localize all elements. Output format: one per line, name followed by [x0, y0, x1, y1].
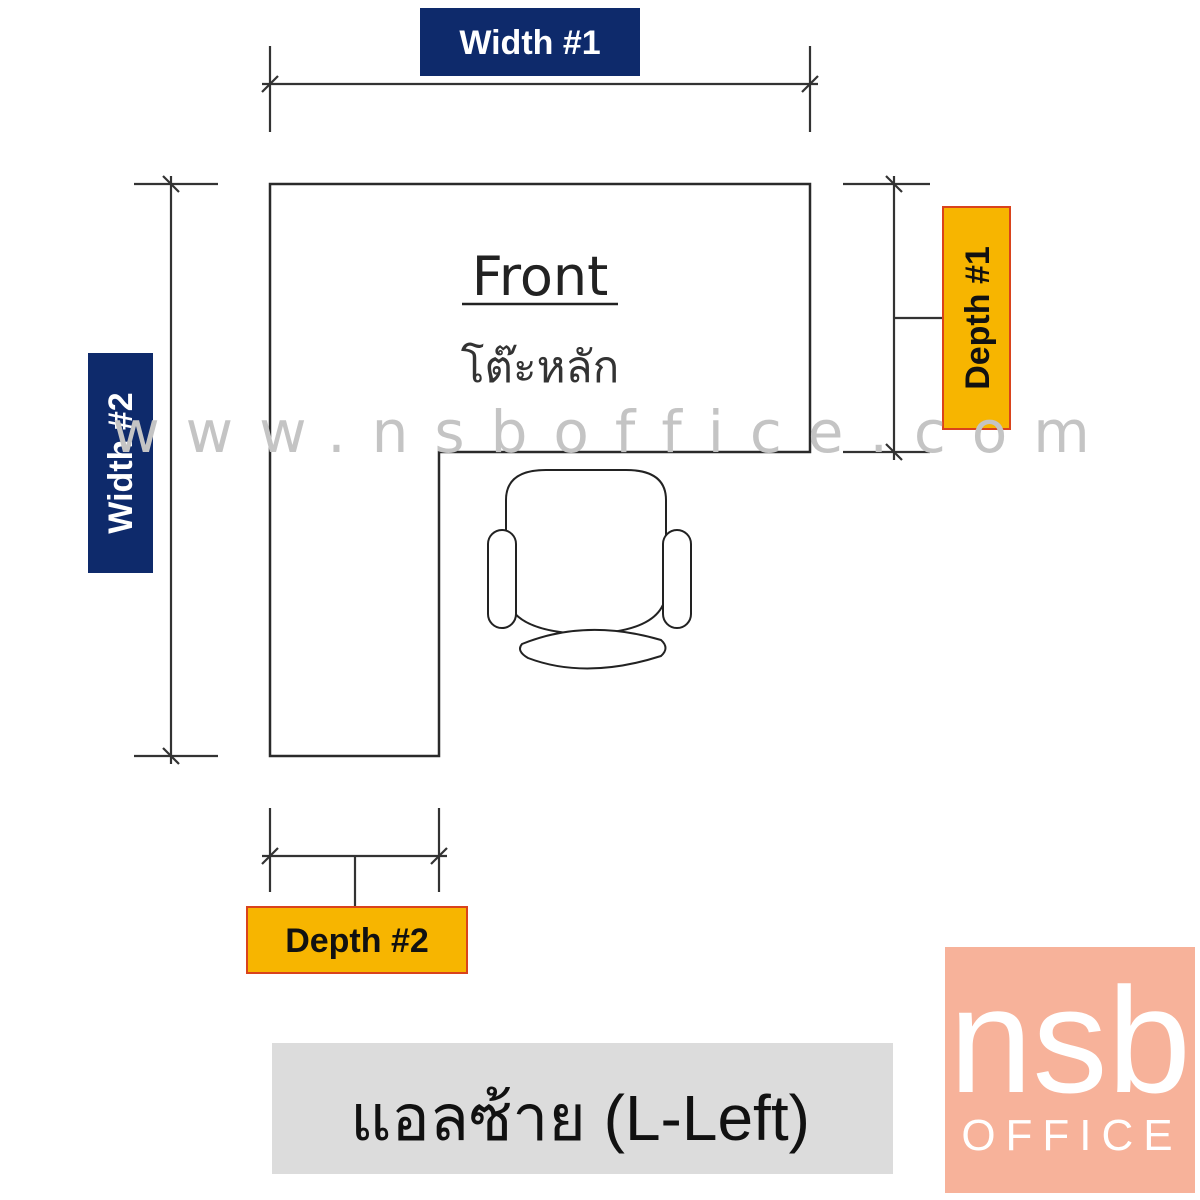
depth-1-label: Depth #1: [942, 206, 1011, 430]
front-label: Front: [472, 245, 609, 308]
width-1-label-text: Width #1: [459, 24, 600, 62]
width-1-label: Width #1: [420, 8, 640, 76]
logo-background: [945, 947, 1195, 1193]
depth-2-label: Depth #2: [246, 906, 468, 974]
depth-2-label-text: Depth #2: [285, 922, 429, 960]
depth-2-label-box: [246, 906, 468, 974]
caption-background: [272, 1043, 893, 1174]
width-2-dimension: [134, 175, 218, 765]
width-1-dimension: [261, 46, 819, 132]
width-2-label-box: [88, 353, 153, 573]
watermark-text: www.nsboffice.com: [112, 398, 1116, 466]
caption-text: แอลซ้าย (L-Left): [350, 1082, 810, 1154]
depth-1-dimension: [843, 175, 944, 461]
caption-box: แอลซ้าย (L-Left): [272, 1043, 893, 1174]
width-2-label: Width #2: [88, 353, 153, 573]
l-desk-outline: [268, 182, 812, 758]
main-desk-label: โต๊ะหลัก: [461, 342, 619, 393]
depth-1-label-box: [942, 206, 1011, 430]
nsb-office-logo: nsb OFFICE: [945, 947, 1195, 1193]
depth-1-label-text: Depth #1: [959, 246, 997, 390]
width-1-label-box: [420, 8, 640, 76]
width-2-label-text: Width #2: [102, 392, 140, 533]
logo-brand-text: nsb: [949, 956, 1191, 1124]
logo-sub-text: OFFICE: [961, 1111, 1182, 1160]
depth-2-dimension: [261, 808, 448, 907]
office-chair-icon: [487, 469, 692, 670]
